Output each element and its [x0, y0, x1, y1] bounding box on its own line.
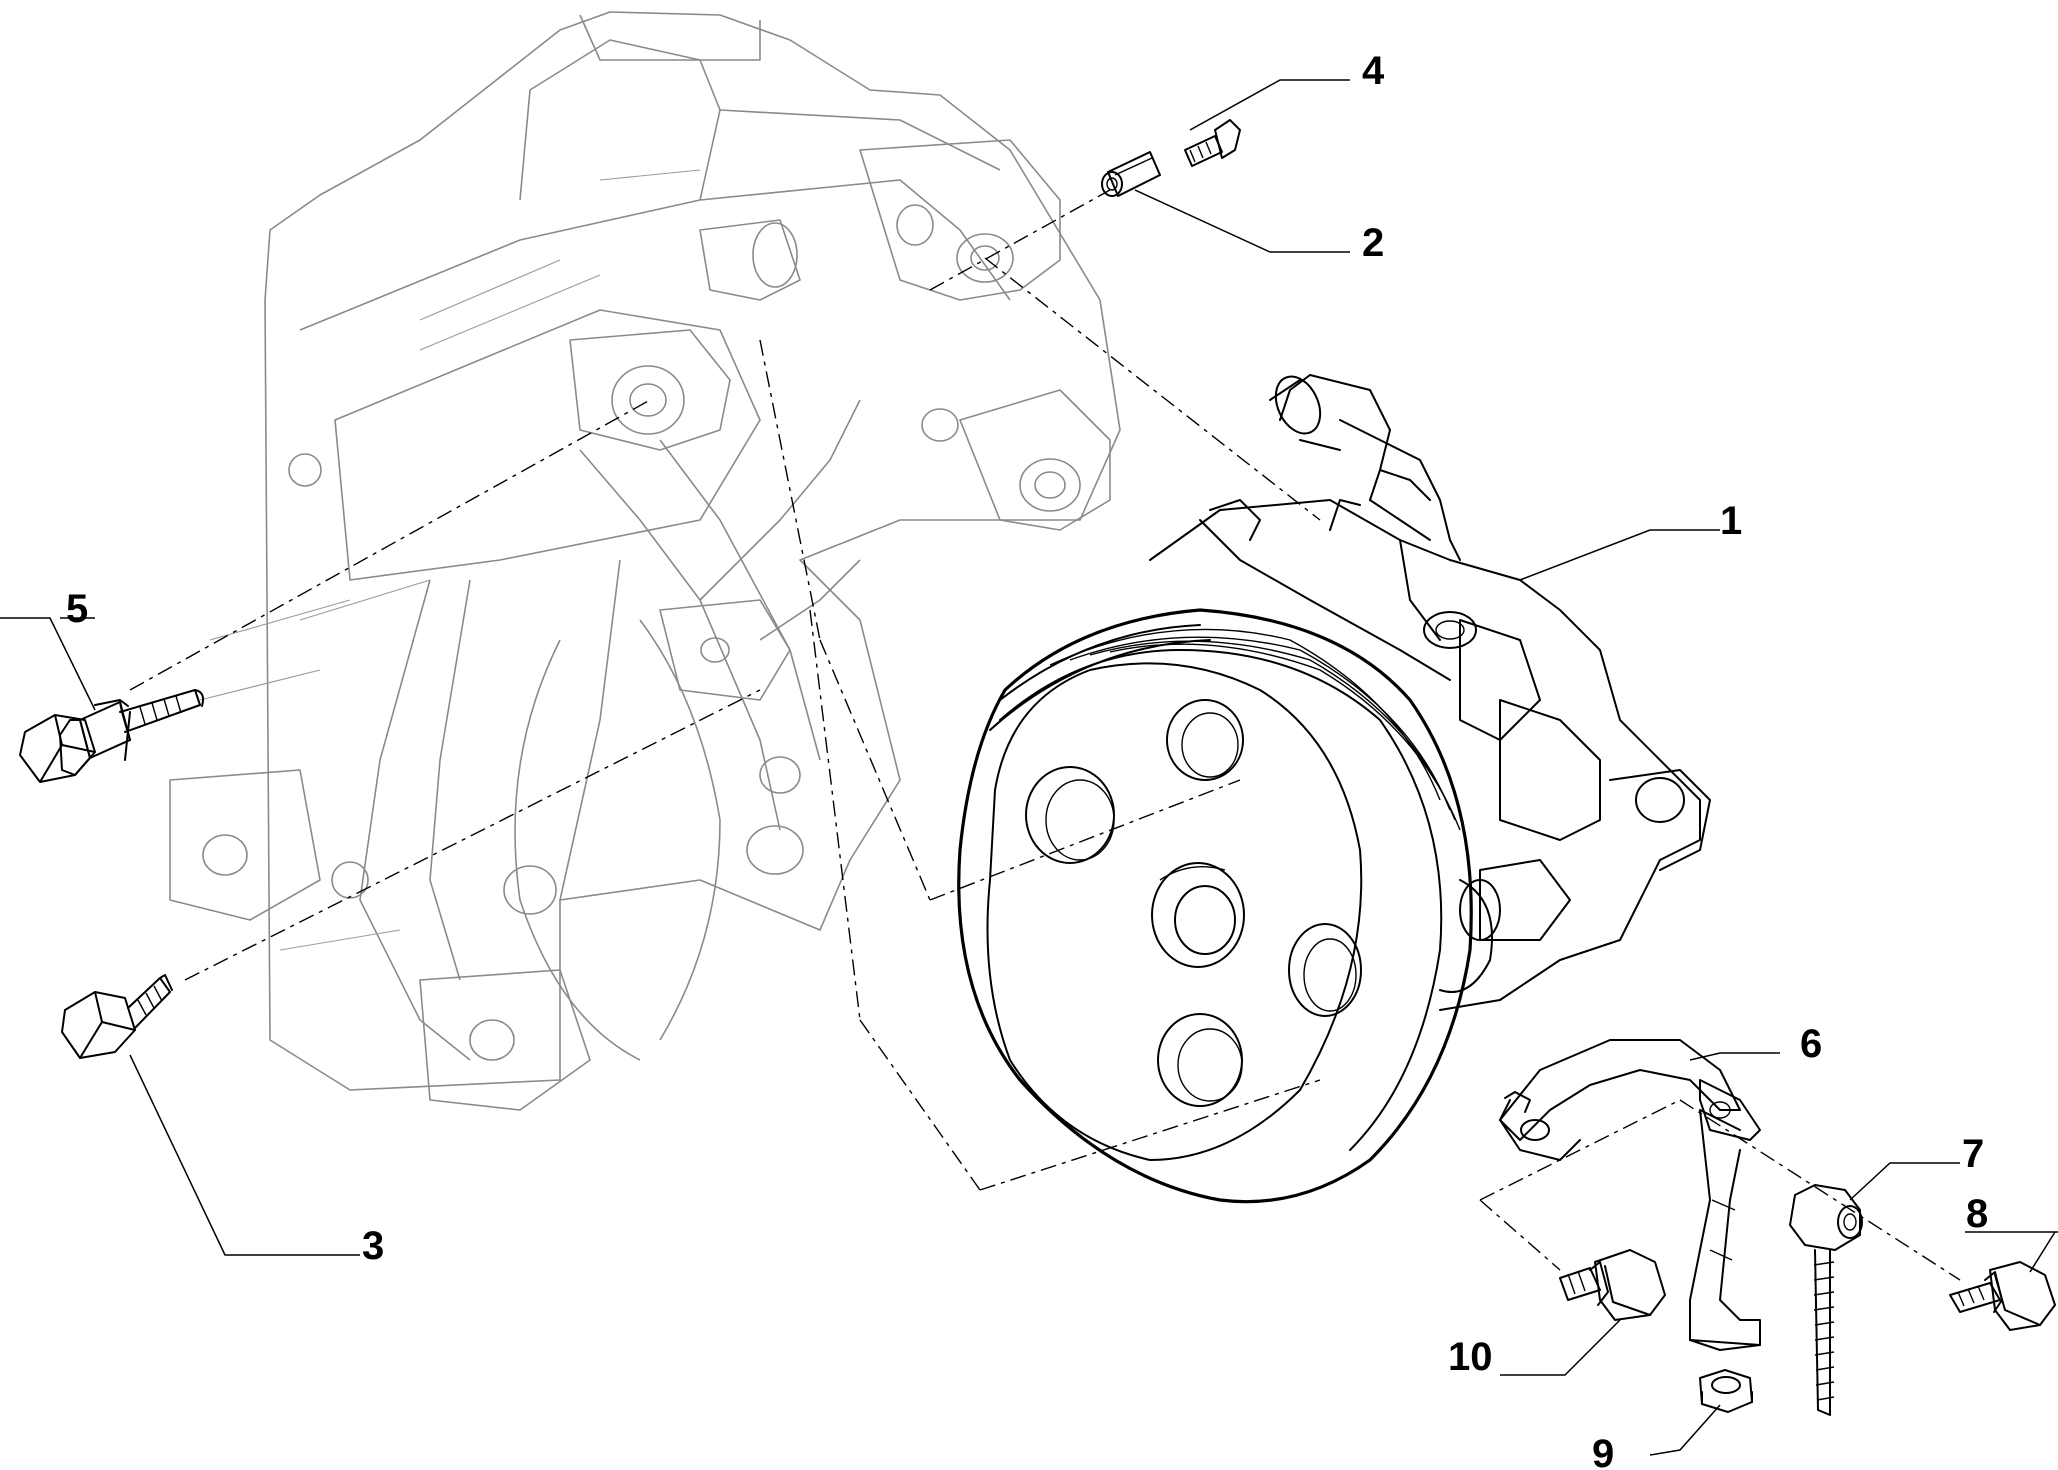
- threaded-stud-spacer: [1789, 1184, 1863, 1416]
- callout-9: 9: [1592, 1432, 1614, 1470]
- power-steering-pump: [957, 374, 1711, 1204]
- callout-2: 2: [1362, 221, 1384, 265]
- flange-bolt-right: [1949, 1261, 2056, 1331]
- hex-nut: [1699, 1369, 1753, 1413]
- dowel-sleeve: [1101, 151, 1161, 197]
- hex-bolt-lower: [61, 974, 173, 1059]
- small-bolt: [1184, 119, 1241, 167]
- callout-10: 10: [1448, 1335, 1493, 1379]
- callout-1: 1: [1720, 499, 1742, 543]
- engine-housing: [169, 11, 1121, 1111]
- callout-3: 3: [362, 1224, 384, 1268]
- flange-bolt-lower: [1559, 1249, 1666, 1321]
- hex-bolt-upper: [19, 689, 205, 783]
- callout-4: 4: [1362, 49, 1385, 93]
- hose-bracket: [1499, 1039, 1761, 1351]
- callout-5: 5: [66, 587, 88, 631]
- leader-lines: [0, 79, 2058, 1456]
- callout-6: 6: [1800, 1022, 1822, 1066]
- callout-7: 7: [1962, 1132, 1984, 1176]
- callout-labels: 4 2 1 5 3 6 7 8 10 9: [66, 49, 1988, 1470]
- assembly-lines: [129, 189, 1961, 1281]
- callout-8: 8: [1966, 1192, 1988, 1236]
